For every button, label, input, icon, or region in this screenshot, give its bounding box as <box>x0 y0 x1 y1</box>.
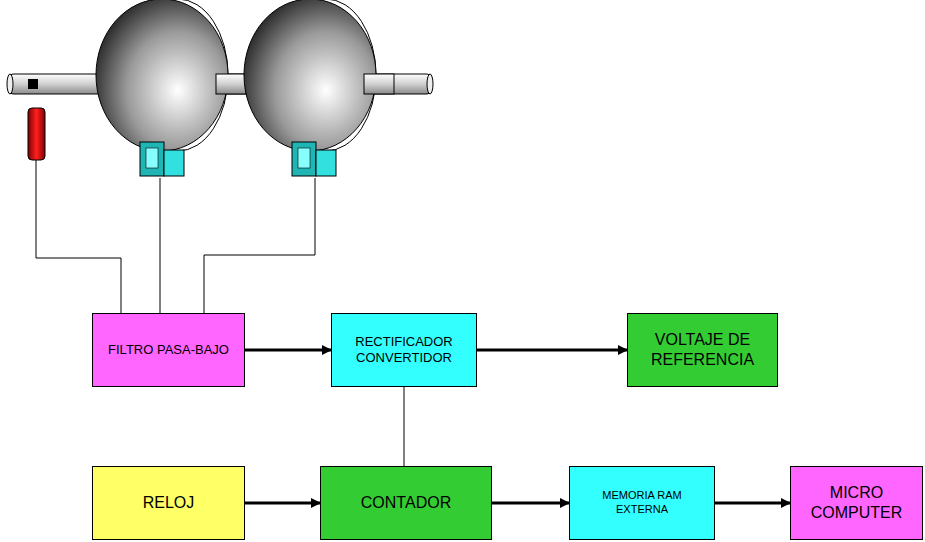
process-box: RECTIFICADOR CONVERTIDOR <box>331 313 477 387</box>
process-box: FILTRO PASA-BAJO <box>92 313 245 387</box>
led-emitter <box>28 108 45 160</box>
flow-arrow <box>477 349 627 352</box>
flow-arrow <box>404 387 405 466</box>
shaft-marker <box>28 79 38 89</box>
shaft <box>10 74 430 94</box>
flow-arrow <box>245 502 320 505</box>
process-box: RELOJ <box>92 466 245 540</box>
box-label: VOLTAJE DE REFERENCIA <box>634 330 771 370</box>
flow-arrow <box>492 502 569 505</box>
sensor-wires <box>36 160 315 313</box>
process-box: MEMORIA RAM EXTERNA <box>569 466 715 540</box>
flow-arrow <box>245 349 331 352</box>
flow-arrow <box>715 502 790 505</box>
box-label: MICRO COMPUTER <box>797 483 916 523</box>
optical-sensor <box>292 142 336 176</box>
encoder-disk <box>96 0 246 151</box>
box-label: FILTRO PASA-BAJO <box>108 342 229 358</box>
process-box: VOLTAJE DE REFERENCIA <box>627 313 778 387</box>
box-label: RELOJ <box>143 493 195 513</box>
process-box: MICRO COMPUTER <box>790 466 923 540</box>
box-label: CONTADOR <box>361 493 451 513</box>
box-label: RECTIFICADOR CONVERTIDOR <box>338 334 470 367</box>
box-label: MEMORIA RAM EXTERNA <box>576 489 708 517</box>
encoder-disk <box>244 0 394 151</box>
process-box: CONTADOR <box>320 466 492 540</box>
optical-sensor <box>140 142 184 176</box>
